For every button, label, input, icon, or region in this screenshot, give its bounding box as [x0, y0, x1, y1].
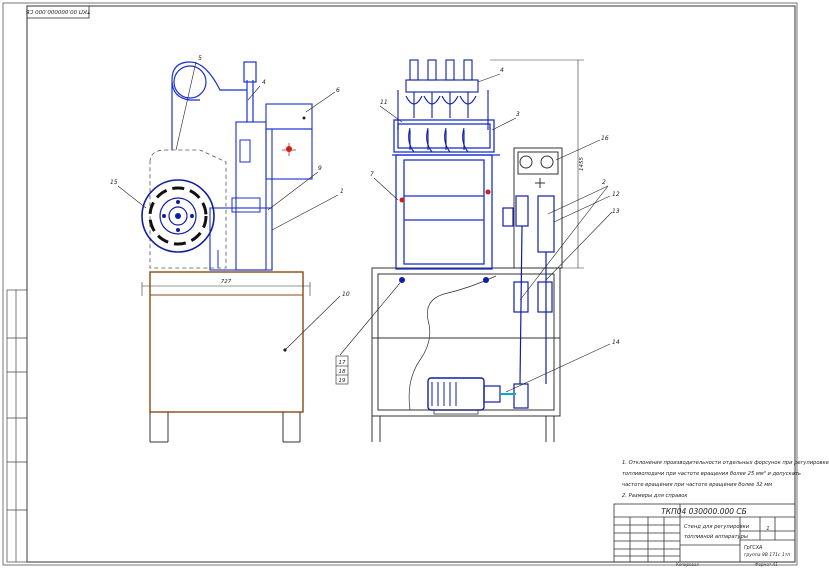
callout-left-6: 15: [110, 179, 118, 186]
corner-stamp: ТКП 00.000000.000 СБ: [26, 5, 91, 19]
callout-left-7: 10: [342, 291, 350, 298]
callout-stack: 17 18 19: [335, 355, 349, 385]
stand-cabinet: [149, 271, 304, 413]
callout-right-4: 16: [601, 135, 609, 142]
width-dimension: [141, 282, 311, 296]
right-view-callouts: [339, 73, 613, 393]
callout-right-5: 7: [370, 171, 374, 178]
title-block: [613, 503, 796, 563]
sheet-number: 1: [766, 526, 769, 532]
copied-label: Копировал: [676, 562, 699, 567]
height-dimension: [490, 59, 584, 269]
injector-rack: [397, 59, 489, 153]
electric-motor: [427, 377, 516, 415]
technical-notes: 1. Отклонения производительности отдельн…: [622, 458, 829, 502]
callout-right-6: 2: [602, 179, 606, 186]
inner-frame: [26, 5, 796, 563]
title-line-2: топливной аппаратуры: [684, 534, 748, 540]
belt-drive: [513, 195, 555, 409]
callout-right-8: 13: [612, 208, 620, 215]
flywheel: [141, 179, 215, 253]
callout-left-2: 4: [262, 79, 266, 86]
height-dimension-value: 1455: [579, 157, 585, 171]
callout-right-1: 11: [380, 99, 388, 106]
left-view-callouts: [117, 61, 341, 351]
callout-stack-1: 17: [339, 360, 346, 366]
callout-right-3: 3: [516, 111, 520, 118]
org-line-1: ГрГСХА: [744, 545, 762, 551]
note-line: топливоподачи при частоте вращения более…: [622, 471, 801, 477]
callout-right-2: 4: [500, 67, 504, 74]
callout-stack-2: 18: [339, 369, 346, 375]
callout-stack-3: 19: [339, 378, 346, 384]
note-line: 1. Отклонения производительности отдельн…: [622, 460, 829, 466]
corner-stamp-text: ТКП 00.000000.000 СБ: [26, 8, 91, 14]
left-side-view: 727: [141, 61, 313, 443]
format-label: Формат А1: [755, 562, 778, 567]
org-line-2: группа 8В 171с 1тп: [744, 552, 790, 558]
callout-left-3: 6: [336, 87, 340, 94]
left-margin-strip: [6, 289, 28, 563]
note-line: 2. Размеры для справок: [622, 493, 688, 499]
note-line: частоте вращения при частоте вращения бо…: [622, 482, 773, 488]
control-panel: [513, 147, 563, 269]
title-line-1: Стенд для регулировки: [684, 524, 750, 530]
assembly-drawing-sheet: ТКП 00.000000.000 СБ: [2, 2, 798, 567]
width-dimension-value: 727: [221, 279, 232, 285]
outer-frame: [2, 2, 798, 566]
callout-right-7: 12: [612, 191, 620, 198]
callout-left-4: 9: [318, 165, 322, 172]
callout-left-1: 5: [198, 55, 202, 62]
callout-right-9: 14: [612, 339, 620, 346]
callout-left-5: 1: [340, 188, 344, 195]
doc-code: ТКП04 030000.000 СБ: [661, 507, 747, 516]
right-front-view: 1455: [371, 59, 585, 442]
